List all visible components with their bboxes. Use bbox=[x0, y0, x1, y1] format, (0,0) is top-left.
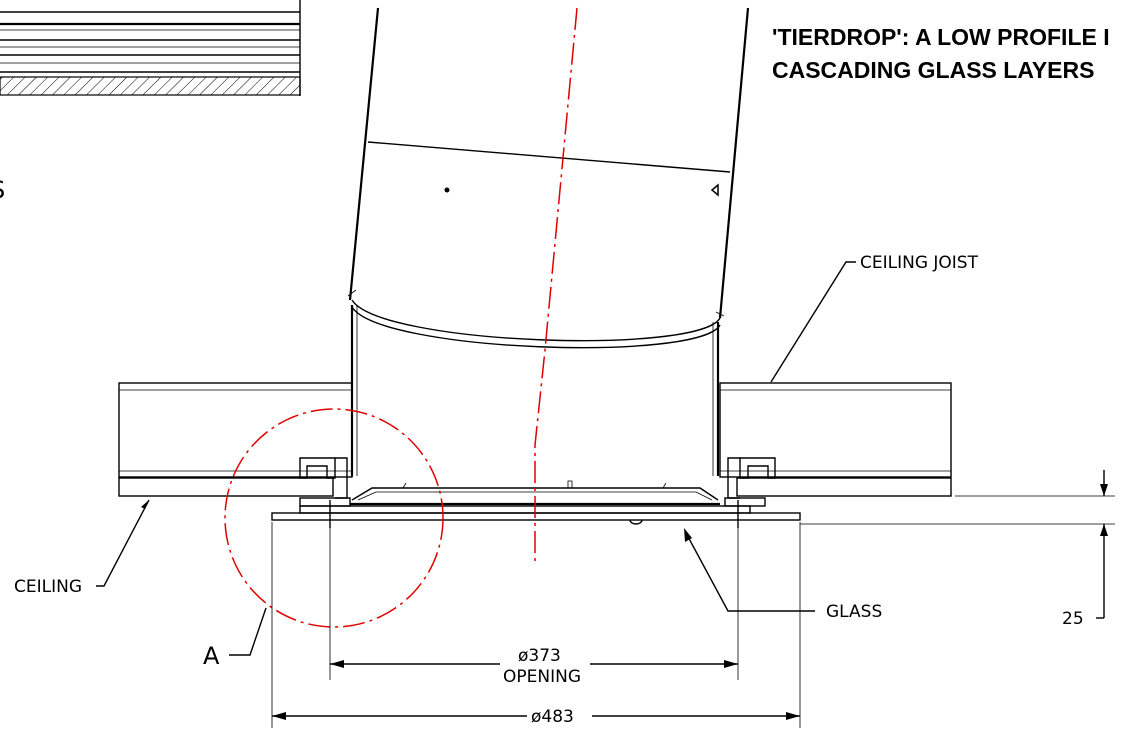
leader-glass bbox=[684, 528, 815, 612]
leader-detail-a bbox=[229, 607, 267, 656]
label-ceiling: CEILING bbox=[14, 577, 82, 597]
centerline bbox=[534, 7, 578, 565]
ceiling-board bbox=[118, 477, 952, 497]
leader-ceiling-joist bbox=[770, 261, 856, 383]
glass-layers bbox=[271, 502, 801, 525]
dimension-opening bbox=[329, 528, 739, 680]
dimension-depth bbox=[800, 470, 1115, 619]
left-edge-letter: S bbox=[0, 176, 5, 204]
label-glass: GLASS bbox=[826, 602, 882, 622]
drawing-title-line-1: 'TIERDROP': A LOW PROFILE I bbox=[772, 24, 1110, 50]
dimension-opening-caption: OPENING bbox=[503, 667, 581, 687]
diffuser-dome bbox=[351, 480, 719, 501]
light-tube-vertical bbox=[350, 305, 720, 476]
light-tube-angled bbox=[347, 7, 750, 349]
dimension-depth-value: 25 bbox=[1062, 609, 1084, 629]
dimension-opening-value: ø373 bbox=[518, 646, 561, 666]
detail-circle-a bbox=[224, 408, 444, 628]
ceiling-collar-left bbox=[299, 457, 351, 528]
ceiling-joist-right bbox=[719, 382, 952, 478]
label-detail-a: A bbox=[203, 642, 220, 670]
ceiling-joist-left bbox=[118, 382, 353, 478]
label-ceiling-joist: CEILING JOIST bbox=[860, 253, 979, 273]
dimension-overall bbox=[271, 522, 801, 728]
inset-detail-top-left bbox=[0, 0, 301, 96]
drawing-title-line-2: CASCADING GLASS LAYERS bbox=[772, 57, 1094, 83]
dimension-overall-value: ø483 bbox=[531, 707, 574, 727]
leader-ceiling bbox=[96, 499, 150, 587]
ceiling-collar-right bbox=[724, 457, 776, 528]
